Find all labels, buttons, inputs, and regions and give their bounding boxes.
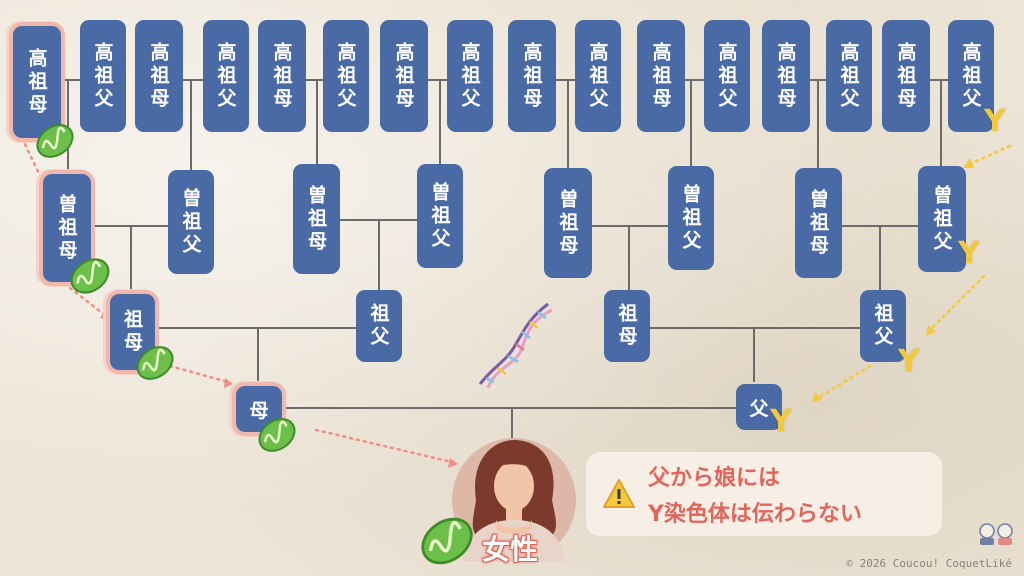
gg-father-3: 高祖父	[323, 20, 369, 132]
grandfather-maternal-side: 祖父	[356, 290, 402, 362]
gg-father-6: 高祖父	[704, 20, 750, 132]
gg-father-7: 高祖父	[826, 20, 872, 132]
gg-mother-maternal: 高祖母	[13, 26, 61, 138]
warning-icon	[603, 479, 635, 508]
female-label: 女性	[482, 533, 539, 566]
gg-mother-2: 高祖母	[258, 20, 306, 132]
dna-icon	[478, 302, 553, 389]
paternal-arrowheads	[812, 158, 974, 402]
gg-mother-7: 高祖母	[882, 20, 930, 132]
gg-mother-5: 高祖母	[637, 20, 685, 132]
grandfather-paternal: 祖父	[860, 290, 906, 362]
gg-father-paternal: 高祖父	[948, 20, 994, 132]
g-father-paternal: 曽祖父	[918, 166, 966, 272]
copyright-text: © 2026 Coucou! CoquetLiké	[846, 557, 1012, 570]
gg-father-5: 高祖父	[575, 20, 621, 132]
g-mother-3: 曽祖母	[795, 168, 842, 278]
father-box: 父	[736, 384, 782, 430]
mitochondria-icon	[258, 418, 296, 452]
y-chromosome-gg: Y	[984, 104, 1006, 139]
woman-avatar	[452, 438, 576, 562]
grandmother-paternal-side: 祖母	[604, 290, 650, 362]
mitochondria-icon	[136, 346, 174, 380]
y-chromosome-g: Y	[958, 236, 980, 271]
mitochondria-icon	[70, 258, 110, 294]
g-father-2: 曽祖父	[417, 164, 463, 268]
y-chromosome-father: Y	[770, 404, 792, 439]
gg-father-2: 高祖父	[203, 20, 249, 132]
gg-father-1: 高祖父	[80, 20, 126, 132]
g-mother-maternal: 曽祖母	[43, 174, 91, 282]
gg-mother-3: 高祖母	[380, 20, 428, 132]
logo-icon	[979, 523, 1013, 545]
y-chromosome-grandfather: Y	[898, 344, 920, 379]
gg-mother-4: 高祖母	[508, 20, 556, 132]
gg-mother-1: 高祖母	[135, 20, 183, 132]
g-father-3: 曽祖父	[668, 166, 714, 270]
gg-father-4: 高祖父	[447, 20, 493, 132]
g-mother-1: 曽祖母	[293, 164, 340, 274]
mitochondria-icon	[421, 517, 473, 565]
note-line-1: 父から娘には	[648, 466, 781, 491]
note-box: 父から娘には Y染色体は伝わらない	[586, 452, 942, 536]
g-father-1: 曽祖父	[168, 170, 214, 274]
mitochondria-icon	[36, 124, 74, 158]
g-mother-2: 曽祖母	[544, 168, 592, 278]
note-line-2: Y染色体は伝わらない	[648, 502, 862, 527]
gg-mother-6: 高祖母	[762, 20, 810, 132]
